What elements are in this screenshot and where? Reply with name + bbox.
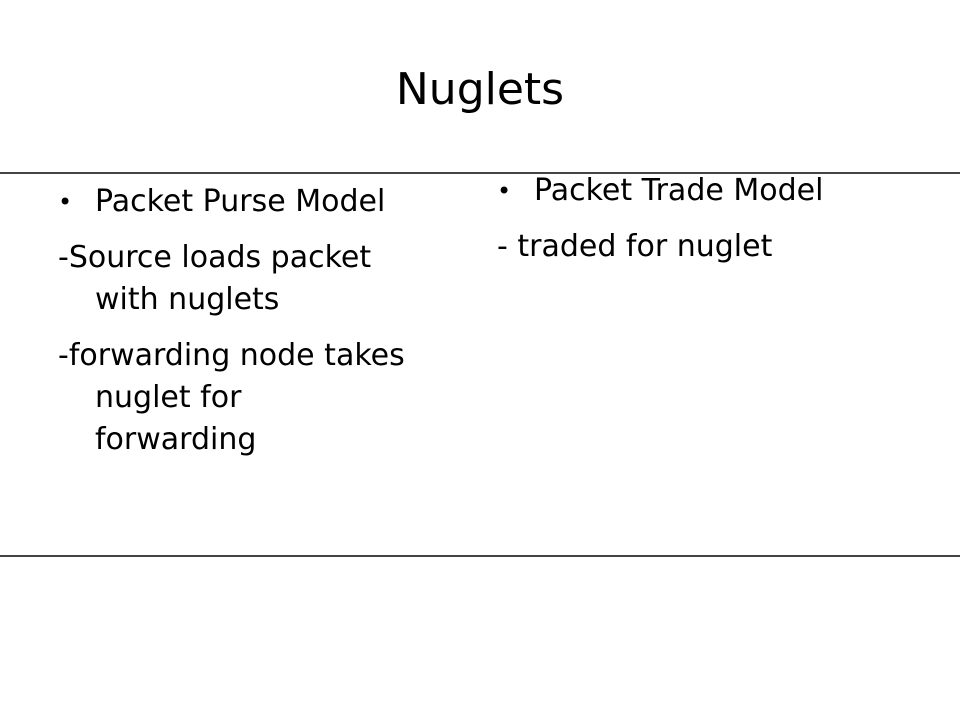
bullet-icon: •: [497, 177, 512, 205]
left-heading: Packet Purse Model: [95, 184, 386, 219]
slide-title: Nuglets: [395, 64, 565, 115]
right-bullet-item: • Packet Trade Model: [497, 170, 917, 212]
left-line-2: -forwarding node takes nuglet for forwar…: [58, 338, 405, 457]
right-column: • Packet Trade Model - traded for nuglet: [497, 170, 917, 268]
left-bullet-item: • Packet Purse Model: [58, 181, 408, 223]
right-heading: Packet Trade Model: [534, 173, 824, 208]
bullet-icon: •: [58, 188, 73, 216]
left-line-1: -Source loads packet with nuglets: [58, 240, 372, 317]
table-top-border: [0, 172, 960, 174]
table-bottom-border: [0, 555, 960, 557]
left-column: • Packet Purse Model -Source loads packe…: [58, 181, 408, 461]
right-line-1: - traded for nuglet: [497, 229, 773, 264]
